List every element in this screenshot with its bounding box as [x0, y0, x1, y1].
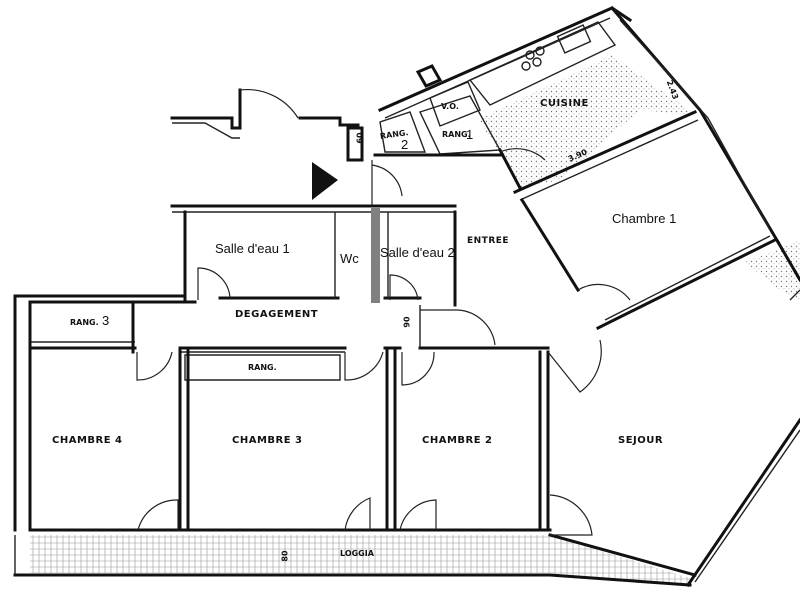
- kitchen-counter: [468, 21, 617, 106]
- room-label-loggia: LOGGIA: [340, 549, 374, 558]
- wall-loggia-south: [13, 573, 692, 587]
- vent-box: [415, 64, 443, 88]
- wall-corridor-top: [13, 294, 197, 304]
- closet-number-rang1: 1: [466, 127, 474, 142]
- door-sejour: [547, 339, 602, 393]
- wall-ch4-ch3: [178, 348, 190, 532]
- wc-fixture-bar: [371, 208, 380, 303]
- door-bath2: [389, 274, 419, 301]
- wall-chambre1-south: [595, 237, 778, 331]
- closet-rang2: [379, 111, 427, 153]
- door-bath1: [197, 267, 231, 300]
- label-vo: V.O.: [441, 102, 459, 111]
- closet-number-rang2: 2: [401, 137, 409, 152]
- loggia-floor: [30, 535, 550, 573]
- closet-label-rang1: RANG.: [442, 130, 471, 139]
- door-ch2: [401, 351, 435, 386]
- wall-kitchen-west: [497, 147, 523, 191]
- door-loggia-ch3: [344, 497, 371, 531]
- room-label-degagement: DEGAGEMENT: [235, 309, 319, 320]
- kitchen-burner: [525, 50, 535, 60]
- door-degagement: [420, 309, 496, 346]
- wall-sejour-east-inner: [694, 289, 800, 583]
- wall-east-inner: [619, 19, 771, 231]
- wall-ch2-sejour: [538, 350, 550, 532]
- wall-sejour-east: [685, 239, 800, 588]
- closet-number-rang3: 3: [102, 313, 110, 328]
- closet-label-corridor: RANG.: [248, 363, 277, 372]
- door-ch3: [344, 351, 384, 381]
- room-label-chambre1: Chambre 1: [612, 211, 677, 226]
- loggia-floor-east: [550, 535, 690, 585]
- kitchen-burner: [535, 46, 545, 56]
- door-chambre1: [577, 283, 631, 301]
- door-ch4: [136, 351, 173, 381]
- kitchen-floor: [478, 55, 695, 188]
- room-label-entree: ENTREE: [467, 236, 510, 246]
- door-entry: [239, 88, 299, 119]
- wall-closets-bottom: [348, 153, 502, 162]
- entry-arrow-icon: [312, 162, 338, 200]
- wall-kitchen-bottom: [513, 110, 697, 194]
- kitchen-burner: [532, 57, 542, 67]
- wall-sejour-south: [548, 533, 697, 577]
- kitchen-burner: [521, 61, 531, 71]
- door-kitchen: [499, 148, 546, 161]
- dimension-90: 90: [402, 316, 412, 328]
- wall-kitchen-bottom-inner: [519, 119, 699, 201]
- closet-corridor: [184, 354, 341, 381]
- room-label-salle-eau-1: Salle d'eau 1: [215, 241, 290, 256]
- door-entry-inner: [371, 160, 403, 205]
- room-label-chambre2: CHAMBRE 2: [422, 435, 493, 446]
- room-label-cuisine: CUISINE: [540, 98, 589, 109]
- wall-corridor-bottom-inner: [30, 341, 345, 353]
- dimension-80: 80: [280, 550, 290, 562]
- door-loggia-ch4: [137, 499, 179, 531]
- room-label-chambre3: CHAMBRE 3: [232, 435, 303, 446]
- door-loggia-sejour: [549, 494, 593, 536]
- wall-entry-door-jamb: [230, 88, 242, 130]
- vo-box: [429, 81, 481, 127]
- room-label-chambre4: CHAMBRE 4: [52, 435, 123, 446]
- wall-entry-box: [346, 126, 364, 162]
- closet-label-rang3: RANG.: [70, 318, 99, 327]
- kitchen-sink: [556, 24, 592, 54]
- wall-entry-angle: [172, 122, 240, 139]
- wall-chambre1-south-inner: [604, 235, 771, 321]
- wall-east-diagonal: [609, 5, 781, 245]
- room-label-salle-eau-2: Salle d'eau 2: [380, 245, 455, 260]
- balcony-east: [745, 240, 800, 300]
- dimension-60: 60: [355, 132, 365, 144]
- door-loggia-ch2: [399, 499, 437, 531]
- wall-ch3-ch2: [385, 348, 397, 532]
- wall-entry-top: [170, 116, 360, 127]
- wall-chambre1-west: [519, 197, 581, 293]
- wall-west-outer: [13, 294, 32, 532]
- room-label-sejour: SEJOUR: [618, 435, 664, 446]
- room-label-wc: Wc: [340, 251, 359, 266]
